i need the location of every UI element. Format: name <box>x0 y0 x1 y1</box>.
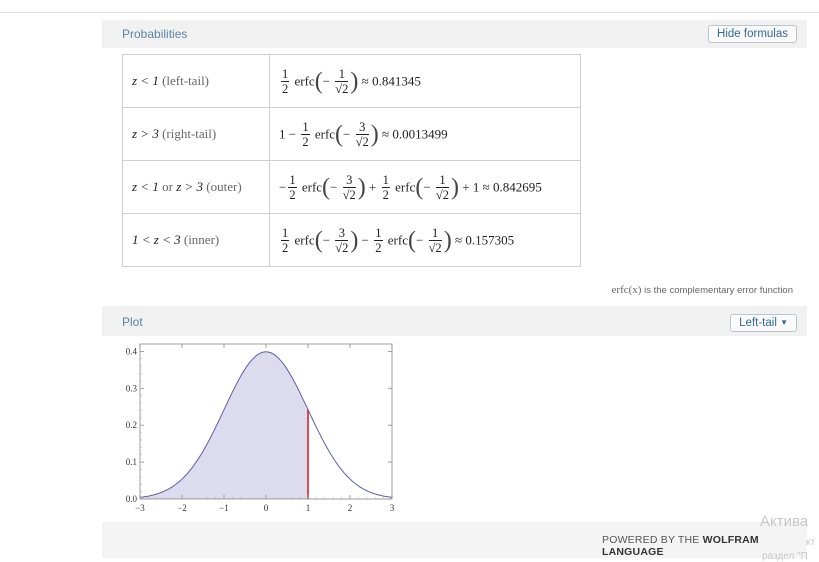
y-tick-label: 0.3 <box>126 383 138 393</box>
powered-by: POWERED BY THE WOLFRAM LANGUAGE <box>602 534 759 558</box>
outer-value: 0.842695 <box>493 179 542 194</box>
plot-type-dropdown[interactable]: Left-tail ▼ <box>730 314 797 332</box>
row-label-left-tail: z < 1 (left-tail) <box>122 54 270 108</box>
top-divider <box>0 12 819 13</box>
erfc-note: erfc(x) is the complementary error funct… <box>611 284 793 296</box>
y-tick-label: 0.1 <box>126 457 137 467</box>
x-tick-label: −2 <box>177 503 187 513</box>
hide-formulas-button[interactable]: Hide formulas <box>708 25 797 43</box>
plot-pod-body: −3 −2 −1 0 1 2 3 0.0 0.1 0.2 0.3 0.4 <box>102 336 807 522</box>
caret-down-icon: ▼ <box>780 318 788 327</box>
y-tick-label: 0.0 <box>126 494 138 504</box>
os-watermark-fragment: кт <box>806 537 816 548</box>
x-tick-label: 3 <box>390 503 395 513</box>
density-curve <box>139 351 393 498</box>
os-watermark: Актива <box>760 513 809 530</box>
plot-title: Plot <box>122 315 143 329</box>
normal-distribution-chart: −3 −2 −1 0 1 2 3 0.0 0.1 0.2 0.3 0.4 <box>126 343 395 513</box>
x-tick-label: −1 <box>219 503 229 513</box>
x-tick-label: 0 <box>264 503 269 513</box>
right-tail-value: 0.0013499 <box>392 126 448 141</box>
x-tick-label: 2 <box>348 503 353 513</box>
probabilities-pod-header: Probabilities Hide formulas <box>102 20 807 48</box>
x-tick-label: −3 <box>135 503 145 513</box>
y-tick-label: 0.2 <box>126 420 137 430</box>
inner-value: 0.157305 <box>465 232 515 247</box>
row-label-right-tail: z > 3 (right-tail) <box>122 107 270 161</box>
y-tick-label: 0.4 <box>126 346 138 356</box>
row-label-inner: 1 < z < 3 (inner) <box>122 213 270 267</box>
x-tick-label: 1 <box>306 503 311 513</box>
row-label-outer: z < 1 or z > 3 (outer) <box>122 160 270 214</box>
probabilities-title: Probabilities <box>122 27 188 41</box>
shaded-area <box>140 351 308 499</box>
plot-pod-header: Plot Left-tail ▼ <box>102 306 807 336</box>
os-watermark-sub: раздел "П <box>762 551 808 562</box>
left-tail-value: 0.841345 <box>372 73 421 88</box>
